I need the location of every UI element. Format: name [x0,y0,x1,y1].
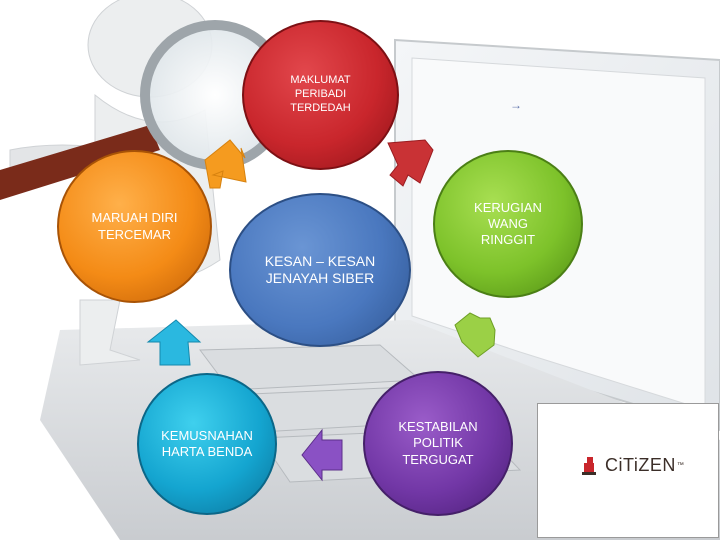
logo-panel: CiTiZEN ™ [537,403,719,538]
arrow-icon [146,139,496,482]
node-center-kesan-jenayah-siber: KESAN – KESAN JENAYAH SIBER [229,193,411,347]
node-kemusnahan-harta-benda: KEMUSNAHAN HARTA BENDA [137,373,277,515]
node-label-line: MAKLUMAT [290,74,351,87]
node-label-line: PERIBADI [294,88,347,101]
node-label-line: RINGGIT [480,232,536,248]
center-label-line: KESAN – KESAN [264,252,376,269]
node-kerugian-wang-ringgit: KERUGIAN WANG RINGGIT [433,150,583,298]
node-label-line: TERDEDAH [290,101,351,114]
center-label-line: JENAYAH SIBER [265,270,375,286]
node-label-line: WANG [488,215,528,231]
node-label-line: KERUGIAN [474,199,542,215]
node-maruah-diri-tercemar: MARUAH DIRI TERCEMAR [57,150,212,303]
logo-trademark: ™ [676,461,684,469]
node-maklumat-peribadi-terdedah: MAKLUMAT PERIBADI TERDEDAH [242,20,399,170]
node-label-line: TERGUGAT [402,451,474,467]
logo-text: CiTiZEN [605,454,676,475]
node-label-line: MARUAH DIRI [91,210,178,226]
node-label-line: POLITIK [413,435,463,451]
node-label-line: TERCEMAR [98,226,171,242]
citizen-logo: CiTiZEN ™ [581,454,684,476]
node-label-line: KEMUSNAHAN [161,427,253,443]
node-kestabilan-politik-tergugat: KESTABILAN POLITIK TERGUGAT [363,371,513,516]
citizen-logo-mark-icon [582,457,596,475]
node-label-line: KESTABILAN [398,419,478,435]
node-label-line: HARTA BENDA [161,444,253,459]
stray-arrow-icon: → [510,98,522,112]
